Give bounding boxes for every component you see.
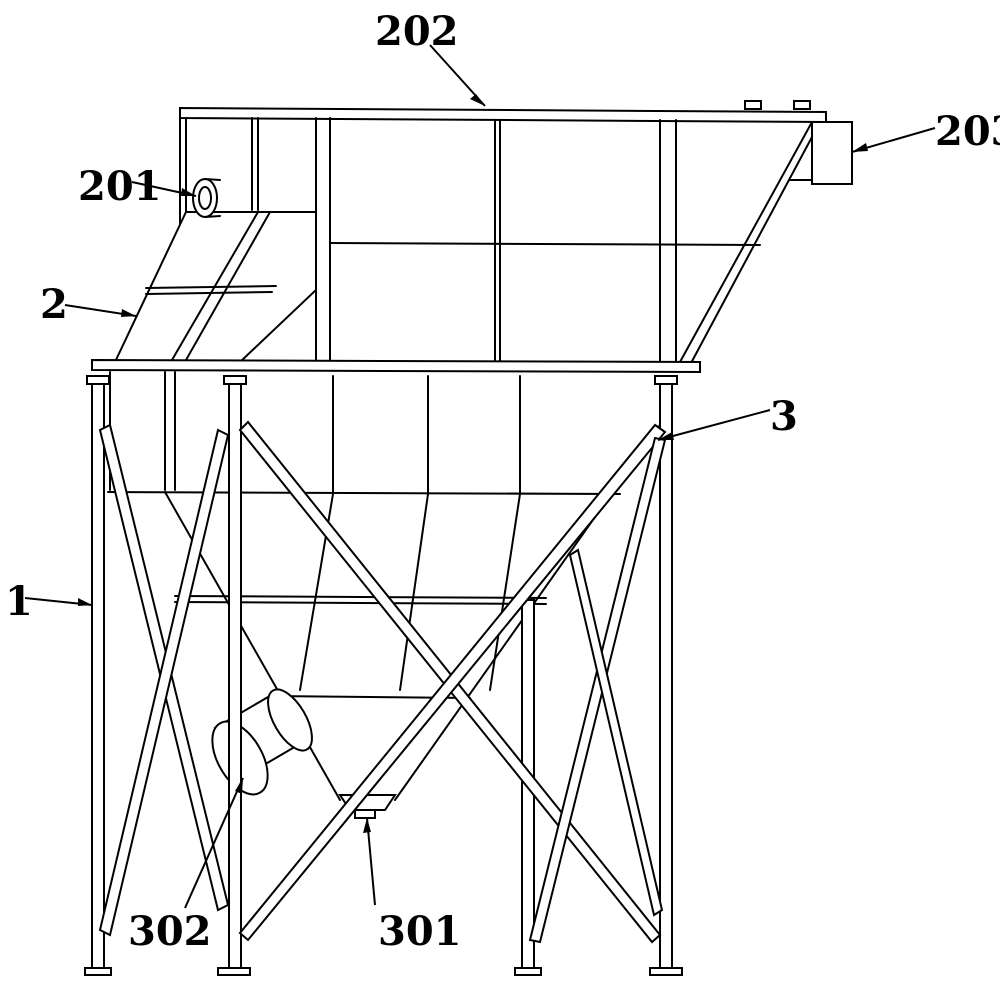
label-301: 301 xyxy=(378,908,462,955)
label-203: 203 xyxy=(935,108,1000,155)
label-201: 201 xyxy=(78,163,162,210)
label-3: 3 xyxy=(770,393,798,440)
support-frame xyxy=(84,375,683,976)
label-302: 302 xyxy=(128,908,212,955)
label-202: 202 xyxy=(375,8,459,55)
label-1: 1 xyxy=(5,578,33,625)
upper-tank xyxy=(91,100,853,374)
label-2: 2 xyxy=(40,281,68,328)
callouts: 202 203 201 2 3 1 302 301 xyxy=(5,8,1000,955)
